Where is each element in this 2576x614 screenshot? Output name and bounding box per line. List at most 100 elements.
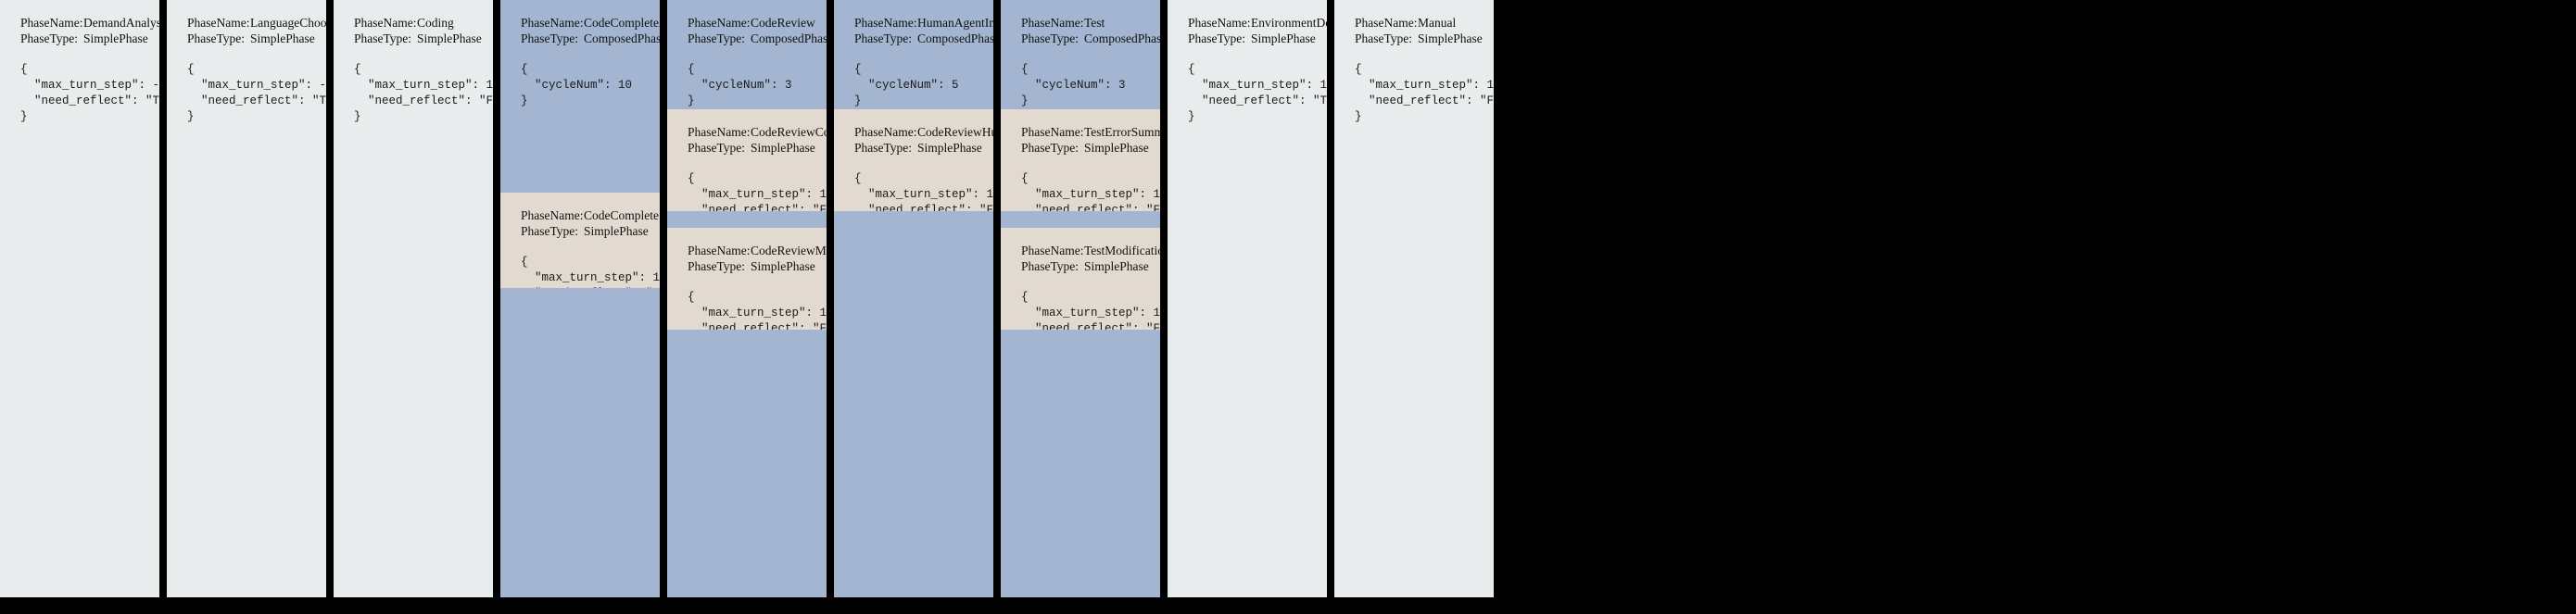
json-line: "max_turn_step": 1,: [688, 188, 827, 201]
json-line: {: [688, 291, 695, 304]
phase-type-value: SimplePhase: [250, 31, 315, 45]
json-line: "need_reflect": "False": [368, 94, 493, 107]
panel-demandanalysis[interactable]: PhaseName:DemandAnalysisPhaseType:Simple…: [0, 0, 159, 597]
json-line: {: [354, 63, 361, 76]
subphase-separator: [667, 211, 827, 228]
phase-name-row: PhaseName:LanguageChoose: [187, 15, 326, 31]
phase-type-value: SimplePhase: [1251, 31, 1316, 45]
phase-config-json: { "max_turn_step": -1, "need_reflect": "…: [187, 62, 326, 125]
json-line: }: [1188, 110, 1195, 123]
phase-name-label: PhaseName:: [521, 208, 584, 222]
phase-name-row: PhaseName:HumanAgentInteraction: [854, 15, 993, 31]
json-line: "cycleNum": 10: [521, 79, 633, 92]
phase-type-label: PhaseType:: [354, 31, 412, 45]
json-line: {: [1021, 63, 1029, 76]
phase-type-value: SimplePhase: [83, 31, 148, 45]
phase-config-json: { "max_turn_step": 1, "need_reflect": "F…: [354, 62, 493, 125]
phase-config-json: { "max_turn_step": -1, "need_reflect": "…: [20, 62, 159, 125]
subphase-codereviewhuman[interactable]: PhaseName:CodeReviewHumanPhaseType:Simpl…: [834, 109, 993, 232]
phase-type-value: SimplePhase: [417, 31, 482, 45]
phase-type-row: PhaseType:SimplePhase: [1021, 140, 1149, 156]
phase-type-row: PhaseType: SimplePhase: [688, 140, 815, 156]
phase-type-value: SimplePhase: [1418, 31, 1483, 45]
subphase-testerrorsummary[interactable]: PhaseName:TestErrorSummaryPhaseType:Simp…: [1001, 109, 1160, 232]
phase-name-value: CodeComplete: [584, 208, 659, 222]
phase-type-value: ComposedPhase: [584, 31, 660, 45]
phase-type-row: PhaseType:ComposedPhase: [1021, 31, 1160, 46]
phase-type-label: PhaseType:: [1021, 259, 1080, 273]
phase-type-label: PhaseType:: [688, 259, 746, 273]
phase-type-label: PhaseType:: [688, 141, 746, 155]
phase-type-row: PhaseType:SimplePhase: [688, 258, 815, 274]
phase-name-label: PhaseName:: [854, 125, 917, 139]
phase-meta: PhaseName:DemandAnalysisPhaseType:Simple…: [20, 15, 159, 46]
panel-humanagentinteraction[interactable]: PhaseName:HumanAgentInteractionPhaseType…: [834, 0, 993, 597]
phase-name-label: PhaseName:: [1021, 125, 1084, 139]
phase-name-label: PhaseName:: [854, 16, 917, 30]
phase-type-row: PhaseType:SimplePhase: [521, 223, 649, 239]
subphase-codereviewcomment[interactable]: PhaseName:CodeReviewCommentPhaseType: Sim…: [667, 109, 827, 232]
phase-name-row: PhaseName:TestErrorSummary: [1021, 124, 1160, 140]
phase-name-label: PhaseName:: [1188, 16, 1251, 30]
phase-meta: PhaseName:TestModificationPhaseType:Simp…: [1021, 243, 1160, 274]
json-line: {: [521, 63, 528, 76]
subphase-codereviewmodification[interactable]: PhaseName:CodeReviewModificationPhaseTyp…: [667, 228, 827, 351]
json-line: "need_reflect": "True": [34, 94, 159, 107]
phase-type-row: PhaseType:SimplePhase: [20, 31, 148, 46]
panel-languagechoose[interactable]: PhaseName:LanguageChoosePhaseType: Simple…: [167, 0, 326, 597]
phase-name-label: PhaseName:: [187, 16, 250, 30]
json-line: "max_turn_step": 1,: [1021, 188, 1160, 201]
json-line: {: [854, 172, 862, 185]
json-line: {: [187, 63, 195, 76]
phase-type-value: SimplePhase: [1084, 141, 1149, 155]
phase-name-value: TestModification: [1084, 244, 1160, 257]
phase-type-row: PhaseType:SimplePhase: [1355, 31, 1483, 46]
composed-phase-fill: [500, 288, 660, 597]
phase-header-block: PhaseName:EnvironmentDocPhaseType:Simple…: [1168, 0, 1327, 597]
json-line: "max_turn_step": -1,: [20, 79, 159, 92]
json-line: {: [20, 63, 28, 76]
phase-type-label: PhaseType:: [187, 31, 246, 45]
subphase-testmodification[interactable]: PhaseName:TestModificationPhaseType:Simp…: [1001, 228, 1160, 351]
phase-type-row: PhaseType:SimplePhase: [854, 140, 982, 156]
phase-name-label: PhaseName:: [688, 16, 751, 30]
phase-name-row: PhaseName:CodeReview: [688, 15, 815, 31]
phase-name-value: Test: [1084, 16, 1105, 30]
json-line: "max_turn_step": 1,: [354, 79, 493, 92]
phase-type-value: ComposedPhase: [751, 31, 827, 45]
phase-meta: PhaseName:TestErrorSummaryPhaseType:Simp…: [1021, 124, 1160, 156]
phase-type-value: SimplePhase: [751, 141, 815, 155]
phase-name-row: PhaseName:CodeReviewComment: [688, 124, 827, 140]
json-line: "cycleNum": 3: [688, 79, 792, 92]
phase-name-label: PhaseName:: [20, 16, 83, 30]
phase-name-label: PhaseName:: [1021, 16, 1084, 30]
phase-name-label: PhaseName:: [688, 244, 751, 257]
json-line: {: [688, 172, 695, 185]
json-line: "max_turn_step": 1,: [688, 307, 827, 320]
phase-name-value: CodeCompleteAll: [584, 16, 660, 30]
phase-name-row: PhaseName:Test: [1021, 15, 1140, 31]
phase-config-json: { "cycleNum": 5}: [854, 62, 973, 109]
phase-type-label: PhaseType:: [688, 31, 746, 45]
json-line: "max_turn_step": -1,: [187, 79, 326, 92]
json-line: "need_reflect": "True": [201, 94, 326, 107]
phase-type-value: SimplePhase: [1084, 259, 1149, 273]
json-line: "need_reflect": "False": [1369, 94, 1494, 107]
phase-name-row: PhaseName:Manual: [1355, 15, 1473, 31]
json-line: "need_reflect": "True": [1202, 94, 1327, 107]
panel-codecompleteall[interactable]: PhaseName:CodeCompleteAllPhaseType:Compo…: [500, 0, 660, 597]
phase-name-row: PhaseName:DemandAnalysis: [20, 15, 159, 31]
panel-environmentdoc[interactable]: PhaseName:EnvironmentDocPhaseType:Simple…: [1168, 0, 1327, 597]
phase-meta: PhaseName:LanguageChoosePhaseType: Simple…: [187, 15, 326, 46]
phase-type-value: ComposedPhase: [1084, 31, 1160, 45]
